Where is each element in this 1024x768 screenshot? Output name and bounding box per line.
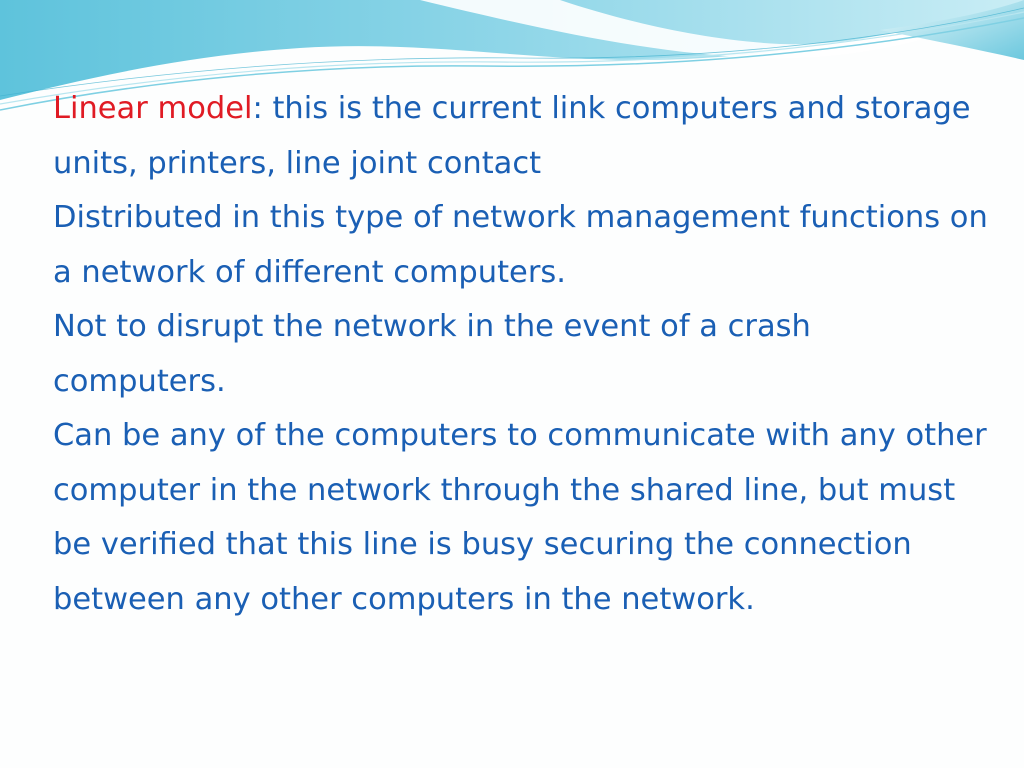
wave-right-swirl xyxy=(880,0,1024,60)
wave-header-decoration xyxy=(0,0,1024,111)
wave-line-2 xyxy=(0,11,1024,105)
paragraph-communicate: Can be any of the computers to communica… xyxy=(53,418,987,617)
wave-line-1 xyxy=(0,17,1024,111)
paragraph-crash: Not to disrupt the network in the event … xyxy=(53,309,811,399)
wave-white-ribbon xyxy=(420,0,960,59)
intro-text: : this is the current link computers and… xyxy=(53,91,971,181)
wave-line-3 xyxy=(0,7,1024,97)
paragraph-distributed: Distributed in this type of network mana… xyxy=(53,200,988,290)
slide-body: Linear model: this is the current link c… xyxy=(53,82,993,627)
wave-band-top xyxy=(0,0,1024,100)
term-highlight: Linear model xyxy=(53,91,253,126)
intro-paragraph: Linear model: this is the current link c… xyxy=(53,82,993,191)
